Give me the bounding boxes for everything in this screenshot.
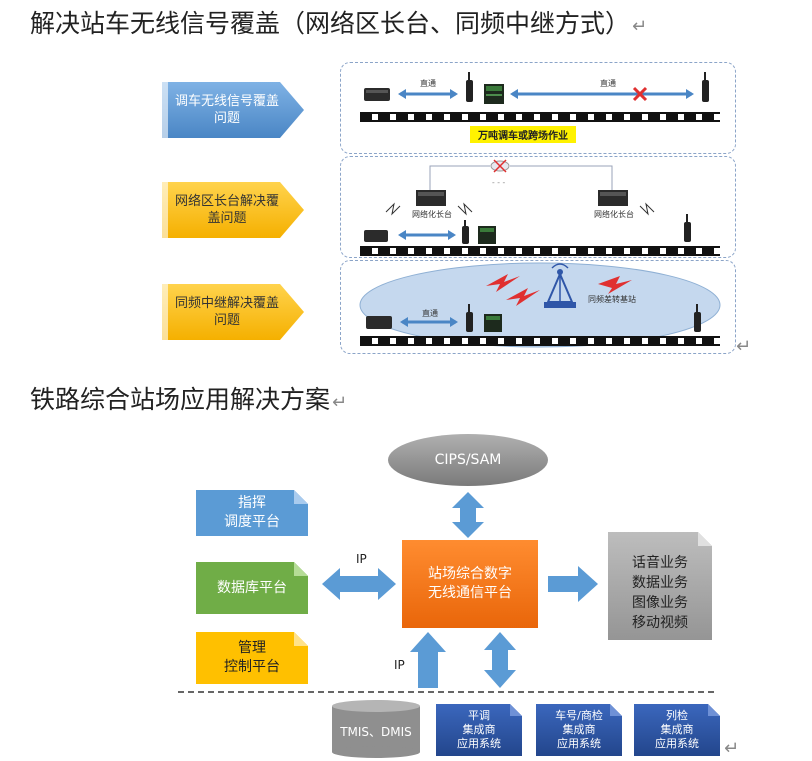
radio-console-icon (484, 84, 504, 104)
double-arrow-icon (400, 317, 458, 327)
cips-sam-ellipse (388, 434, 548, 486)
vertical-double-arrow-icon (452, 492, 484, 538)
system-box-liejian (634, 704, 720, 756)
chevron-arrow-icon (162, 82, 304, 138)
chevron-label: 同频中继解决覆盖问题 (174, 296, 279, 328)
cips-sam-label: CIPS/SAM (434, 451, 502, 468)
return-mark: ↵ (736, 336, 752, 357)
chevron-same-frequency-relay: 同频中继解决覆盖问题 (162, 276, 304, 348)
database-platform-box (196, 562, 308, 614)
platform-box (402, 540, 538, 628)
dispatch-platform-box (196, 490, 308, 536)
network-line (429, 165, 613, 190)
section2-heading-text: 铁路综合站场应用解决方案 (30, 385, 331, 414)
section1-heading-text: 解决站车无线信号覆盖（网络区长台、同频中继方式） (30, 9, 631, 38)
return-mark: ↵ (632, 16, 648, 37)
return-mark: ↵ (724, 738, 740, 759)
station-label: 网络化长台 (412, 210, 452, 219)
service-item: 数据业务 (632, 575, 688, 591)
lightning-signal-icon (486, 274, 632, 306)
services-list: 话音业务 数据业务 图像业务 移动视频 (608, 546, 712, 640)
handheld-radio-icon (466, 304, 473, 332)
rail-track (360, 112, 720, 122)
chevron-arrow-icon (162, 284, 304, 340)
chevron-network-station: 网络区长台解决覆盖问题 (162, 174, 304, 246)
system-box-pingdiao (436, 704, 522, 756)
double-arrow-icon (398, 230, 456, 240)
rail-track (360, 336, 720, 346)
dash-label: - - - (492, 178, 506, 187)
long-station-left-icon (416, 190, 446, 206)
double-arrow-icon (398, 89, 458, 99)
tmis-dmis-cylinder (332, 700, 420, 758)
platform-label: 站场综合数字无线通信平台 (428, 566, 512, 601)
handheld-radio-icon (702, 72, 709, 102)
radio-base-unit-icon (366, 316, 392, 329)
heavy-shunting-note: 万吨调车或跨场作业 (470, 126, 576, 143)
handheld-radio-icon (694, 304, 701, 332)
handheld-radio-icon (684, 214, 691, 242)
relay-tower-icon (544, 263, 576, 308)
vertical-double-arrow-icon (484, 632, 516, 688)
service-item: 图像业务 (632, 595, 688, 611)
management-platform-label: 管理控制平台 (224, 640, 280, 675)
rail-track (360, 246, 720, 256)
system-label-chehao: 车号/商检集成商应用系统 (555, 709, 603, 750)
direct-label: 直通 (600, 79, 616, 88)
management-platform-box (196, 632, 308, 684)
section1-heading: 解决站车无线信号覆盖（网络区长台、同频中继方式）↵ (30, 4, 647, 40)
double-arrow-icon (510, 89, 694, 99)
signal-wave-icon (385, 202, 655, 216)
radio-console-icon (478, 226, 496, 244)
radio-console-icon (484, 314, 502, 332)
direct-label: 直通 (422, 309, 438, 318)
chevron-arrow-icon (162, 182, 304, 238)
section2-heading: 铁路综合站场应用解决方案↵ (30, 380, 347, 416)
service-item: 移动视频 (632, 615, 688, 631)
direct-label: 直通 (420, 79, 436, 88)
tmis-dmis-label: TMIS、DMIS (340, 724, 412, 739)
return-mark: ↵ (332, 392, 348, 413)
handheld-radio-icon (462, 220, 469, 244)
horizontal-double-arrow-icon (322, 568, 396, 600)
dispatch-platform-label: 指挥调度平台 (224, 495, 280, 530)
radio-base-unit-icon (364, 230, 388, 242)
system-label-pingdiao: 平调集成商应用系统 (457, 709, 501, 750)
ip-label-left: IP (356, 552, 367, 566)
relay-station-label: 同频差转基站 (588, 295, 636, 304)
panel-network-station (340, 156, 736, 258)
service-item: 话音业务 (632, 555, 688, 571)
panel-same-frequency (340, 260, 736, 354)
services-box (608, 532, 712, 640)
handheld-radio-icon (466, 72, 473, 102)
radio-base-unit-icon (364, 88, 390, 101)
station-label: 网络化长台 (594, 210, 634, 219)
right-arrow-icon (548, 566, 598, 602)
chevron-label: 调车无线信号覆盖问题 (174, 94, 279, 126)
blocked-signal-x-icon (632, 86, 648, 102)
up-arrow-icon (410, 632, 446, 688)
panel-shunting (340, 62, 736, 154)
system-box-chehao (536, 704, 622, 756)
database-platform-label: 数据库平台 (217, 579, 287, 596)
system-label-liejian: 列检集成商应用系统 (655, 709, 699, 750)
network-router-icon (490, 159, 510, 173)
chevron-label: 网络区长台解决覆盖问题 (174, 194, 279, 226)
chevron-shunting-coverage: 调车无线信号覆盖问题 (162, 74, 304, 146)
long-station-right-icon (598, 190, 628, 206)
ip-label-bottom: IP (394, 658, 405, 672)
